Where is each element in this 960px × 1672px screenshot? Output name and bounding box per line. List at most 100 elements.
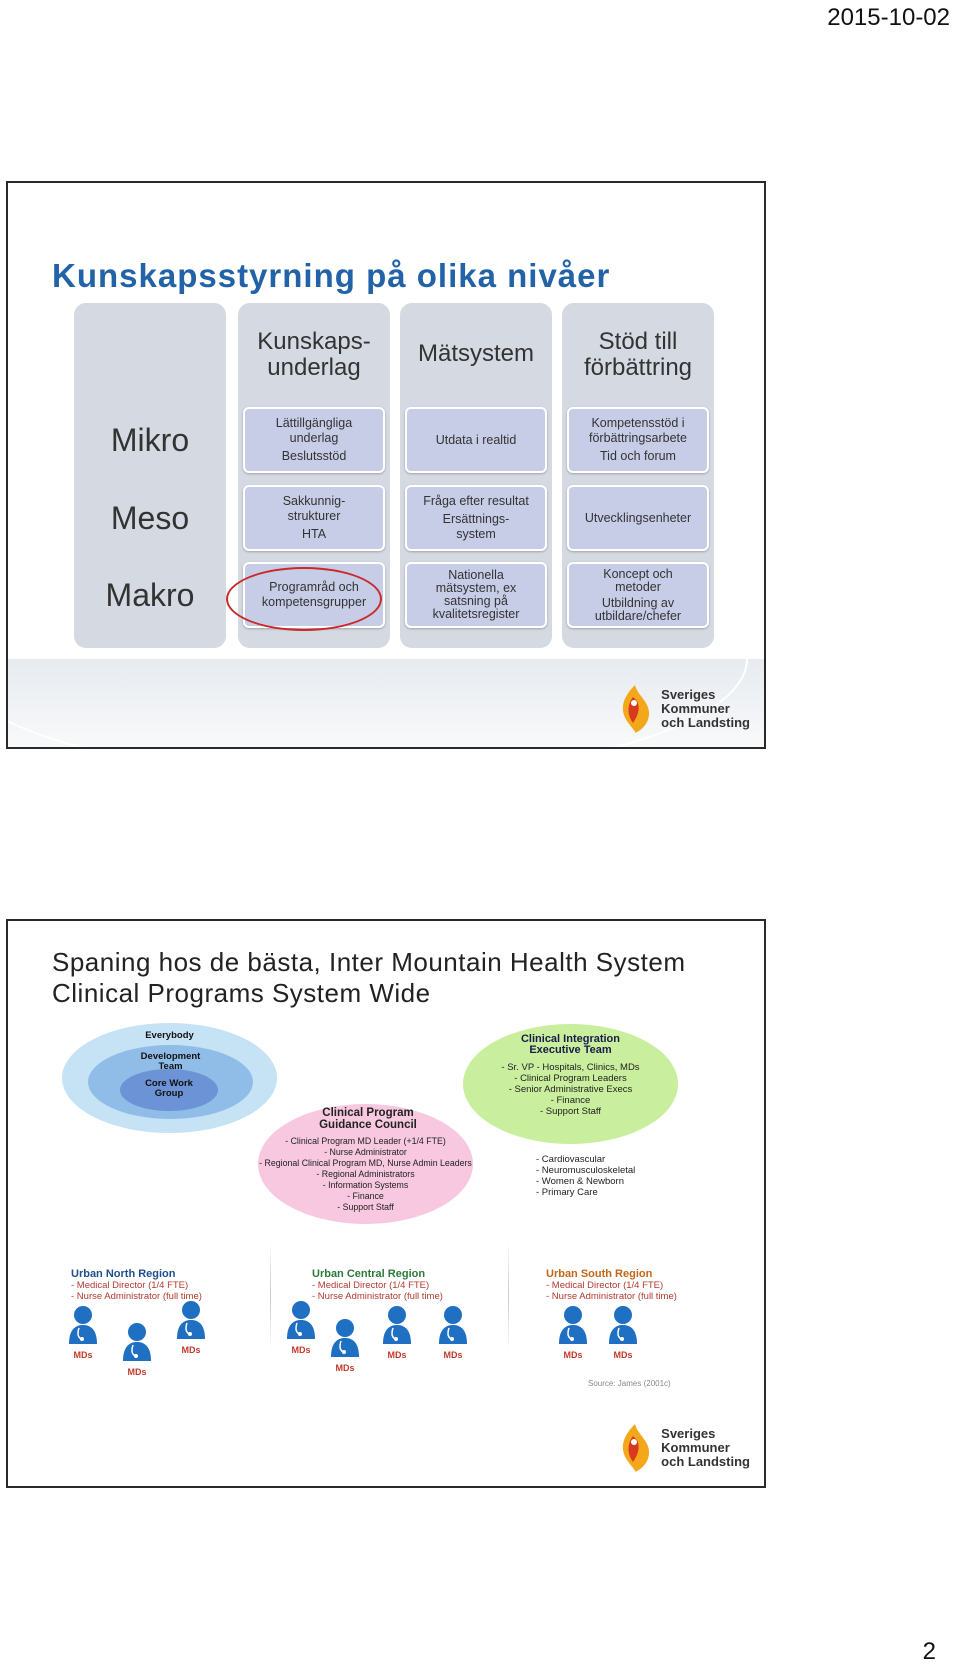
flame-icon — [615, 683, 655, 735]
cell-makro-stod: Koncept och metoder Utbildning av utbild… — [567, 562, 709, 628]
cell-subtext: Beslutsstöd — [282, 449, 347, 464]
everybody-label: Everybody — [62, 1031, 277, 1041]
md-person-icon: MDs — [436, 1304, 470, 1360]
programs-list: - Cardiovascular - Neuromusculoskeletal … — [536, 1154, 635, 1198]
region-line: - Medical Director (1/4 FTE) — [546, 1280, 677, 1291]
row-label-makro: Makro — [74, 562, 226, 628]
region-name: Urban Central Region — [312, 1269, 443, 1280]
flame-icon — [615, 1422, 655, 1474]
footer-band: Sveriges Kommuner och Landsting — [8, 659, 764, 747]
program-item: - Women & Newborn — [536, 1176, 635, 1187]
cell-text: Lättillgängliga underlag — [276, 416, 352, 446]
cell-mikro-kunskapsunderlag: Lättillgängliga underlag Beslutsstöd — [243, 407, 385, 473]
md-person-icon: MDs — [328, 1317, 362, 1373]
cell-subtext: Utbildning av utbildare/chefer — [595, 597, 681, 623]
gc-item: - Nurse Administrator — [324, 1147, 407, 1158]
page-number: 2 — [923, 1638, 936, 1666]
md-person-icon: MDs — [174, 1299, 208, 1355]
gc-item: - Information Systems — [323, 1180, 409, 1191]
md-label: MDs — [556, 1350, 590, 1360]
cie-item: - Sr. VP - Hospitals, Clinics, MDs — [501, 1062, 639, 1073]
region-line: - Nurse Administrator (full time) — [546, 1291, 677, 1302]
core-work-group-ellipse: Core Work Group — [120, 1069, 218, 1111]
program-item: - Neuromusculoskeletal — [536, 1165, 635, 1176]
cie-item: - Senior Administrative Execs — [509, 1084, 633, 1095]
slide-title: Spaning hos de bästa, Inter Mountain Hea… — [52, 947, 685, 1009]
cell-text: Sakkunnig- strukturer — [283, 494, 346, 524]
slide-title: Kunskapsstyrning på olika nivåer — [52, 257, 610, 295]
md-label: MDs — [328, 1363, 362, 1373]
slide-title-line2: Clinical Programs System Wide — [52, 978, 685, 1009]
slide-kunskapsstyrning: Kunskapsstyrning på olika nivåer Mikro M… — [6, 181, 766, 749]
logo-text-2: Kommuner — [661, 702, 750, 716]
md-person-icon: MDs — [284, 1299, 318, 1355]
cell-subtext: Tid och forum — [600, 449, 676, 464]
cell-mikro-matsystem: Utdata i realtid — [405, 407, 547, 473]
gc-item: - Clinical Program MD Leader (+1/4 FTE) — [285, 1136, 446, 1147]
cell-makro-matsystem: Nationella mätsystem, ex satsning på kva… — [405, 562, 547, 628]
column-header: Mätsystem — [400, 341, 552, 367]
md-label: MDs — [66, 1350, 100, 1360]
gc-item: - Regional Administrators — [316, 1169, 414, 1180]
md-person-icon: MDs — [556, 1304, 590, 1360]
program-item: - Cardiovascular — [536, 1154, 635, 1165]
md-label: MDs — [174, 1345, 208, 1355]
region-urban-north: Urban North Region - Medical Director (1… — [71, 1269, 202, 1302]
column-header: Kunskaps- underlag — [238, 329, 390, 381]
cie-item: - Finance — [551, 1095, 591, 1106]
logo-text-3: och Landsting — [661, 1455, 750, 1469]
region-line: - Medical Director (1/4 FTE) — [71, 1280, 202, 1291]
md-label: MDs — [380, 1350, 414, 1360]
row-label-mikro: Mikro — [74, 407, 226, 473]
region-divider — [508, 1241, 509, 1351]
md-person-icon: MDs — [606, 1304, 640, 1360]
region-line: - Nurse Administrator (full time) — [312, 1291, 443, 1302]
program-item: - Primary Care — [536, 1187, 635, 1198]
cie-team-ellipse: Clinical Integration Executive Team - Sr… — [463, 1024, 678, 1144]
cell-subtext: HTA — [302, 527, 326, 542]
logo-text-1: Sveriges — [661, 688, 750, 702]
cell-text: Utdata i realtid — [436, 433, 517, 448]
cell-text: Kompetensstöd i förbättringsarbete — [589, 416, 687, 446]
cie-item: - Clinical Program Leaders — [514, 1073, 626, 1084]
md-label: MDs — [436, 1350, 470, 1360]
region-line: - Medical Director (1/4 FTE) — [312, 1280, 443, 1291]
slide-clinical-programs: Spaning hos de bästa, Inter Mountain Hea… — [6, 919, 766, 1488]
cell-mikro-stod: Kompetensstöd i förbättringsarbete Tid o… — [567, 407, 709, 473]
md-label: MDs — [284, 1345, 318, 1355]
md-person-icon: MDs — [380, 1304, 414, 1360]
page-date: 2015-10-02 — [827, 4, 950, 32]
column-matsystem: Mätsystem Utdata i realtid Fråga efter r… — [400, 303, 552, 648]
cell-meso-matsystem: Fråga efter resultat Ersättnings- system — [405, 485, 547, 551]
logo-text-3: och Landsting — [661, 716, 750, 730]
region-divider — [270, 1241, 271, 1351]
guidance-council-title: Clinical Program Guidance Council — [308, 1107, 428, 1131]
gc-item: - Regional Clinical Program MD, Nurse Ad… — [259, 1158, 472, 1169]
row-label-meso: Meso — [74, 485, 226, 551]
highlight-ellipse — [226, 567, 382, 631]
region-urban-central: Urban Central Region - Medical Director … — [312, 1269, 443, 1302]
md-person-icon: MDs — [66, 1304, 100, 1360]
row-labels-column: Mikro Meso Makro — [74, 303, 226, 648]
source-note: Source: James (2001c) — [588, 1379, 671, 1388]
region-urban-south: Urban South Region - Medical Director (1… — [546, 1269, 677, 1302]
slide-title-line1: Spaning hos de bästa, Inter Mountain Hea… — [52, 947, 685, 978]
gc-item: - Support Staff — [337, 1202, 394, 1213]
cell-text: Utvecklingsenheter — [585, 511, 691, 526]
md-label: MDs — [606, 1350, 640, 1360]
cie-item: - Support Staff — [540, 1106, 601, 1117]
column-stod-till-forbattring: Stöd till förbättring Kompetensstöd i fö… — [562, 303, 714, 648]
cell-text: Nationella mätsystem, ex satsning på kva… — [433, 569, 520, 621]
region-name: Urban South Region — [546, 1269, 677, 1280]
cell-text: Koncept och metoder — [603, 568, 673, 594]
cie-team-title: Clinical Integration Executive Team — [521, 1034, 620, 1056]
md-person-icon: MDs — [120, 1321, 154, 1377]
logo-text-1: Sveriges — [661, 1427, 750, 1441]
column-header: Stöd till förbättring — [562, 329, 714, 381]
region-name: Urban North Region — [71, 1269, 202, 1280]
cell-meso-stod: Utvecklingsenheter — [567, 485, 709, 551]
skl-logo: Sveriges Kommuner och Landsting — [615, 1422, 750, 1474]
md-label: MDs — [120, 1367, 154, 1377]
core-work-group-label: Core Work Group — [120, 1079, 218, 1099]
logo-text-2: Kommuner — [661, 1441, 750, 1455]
